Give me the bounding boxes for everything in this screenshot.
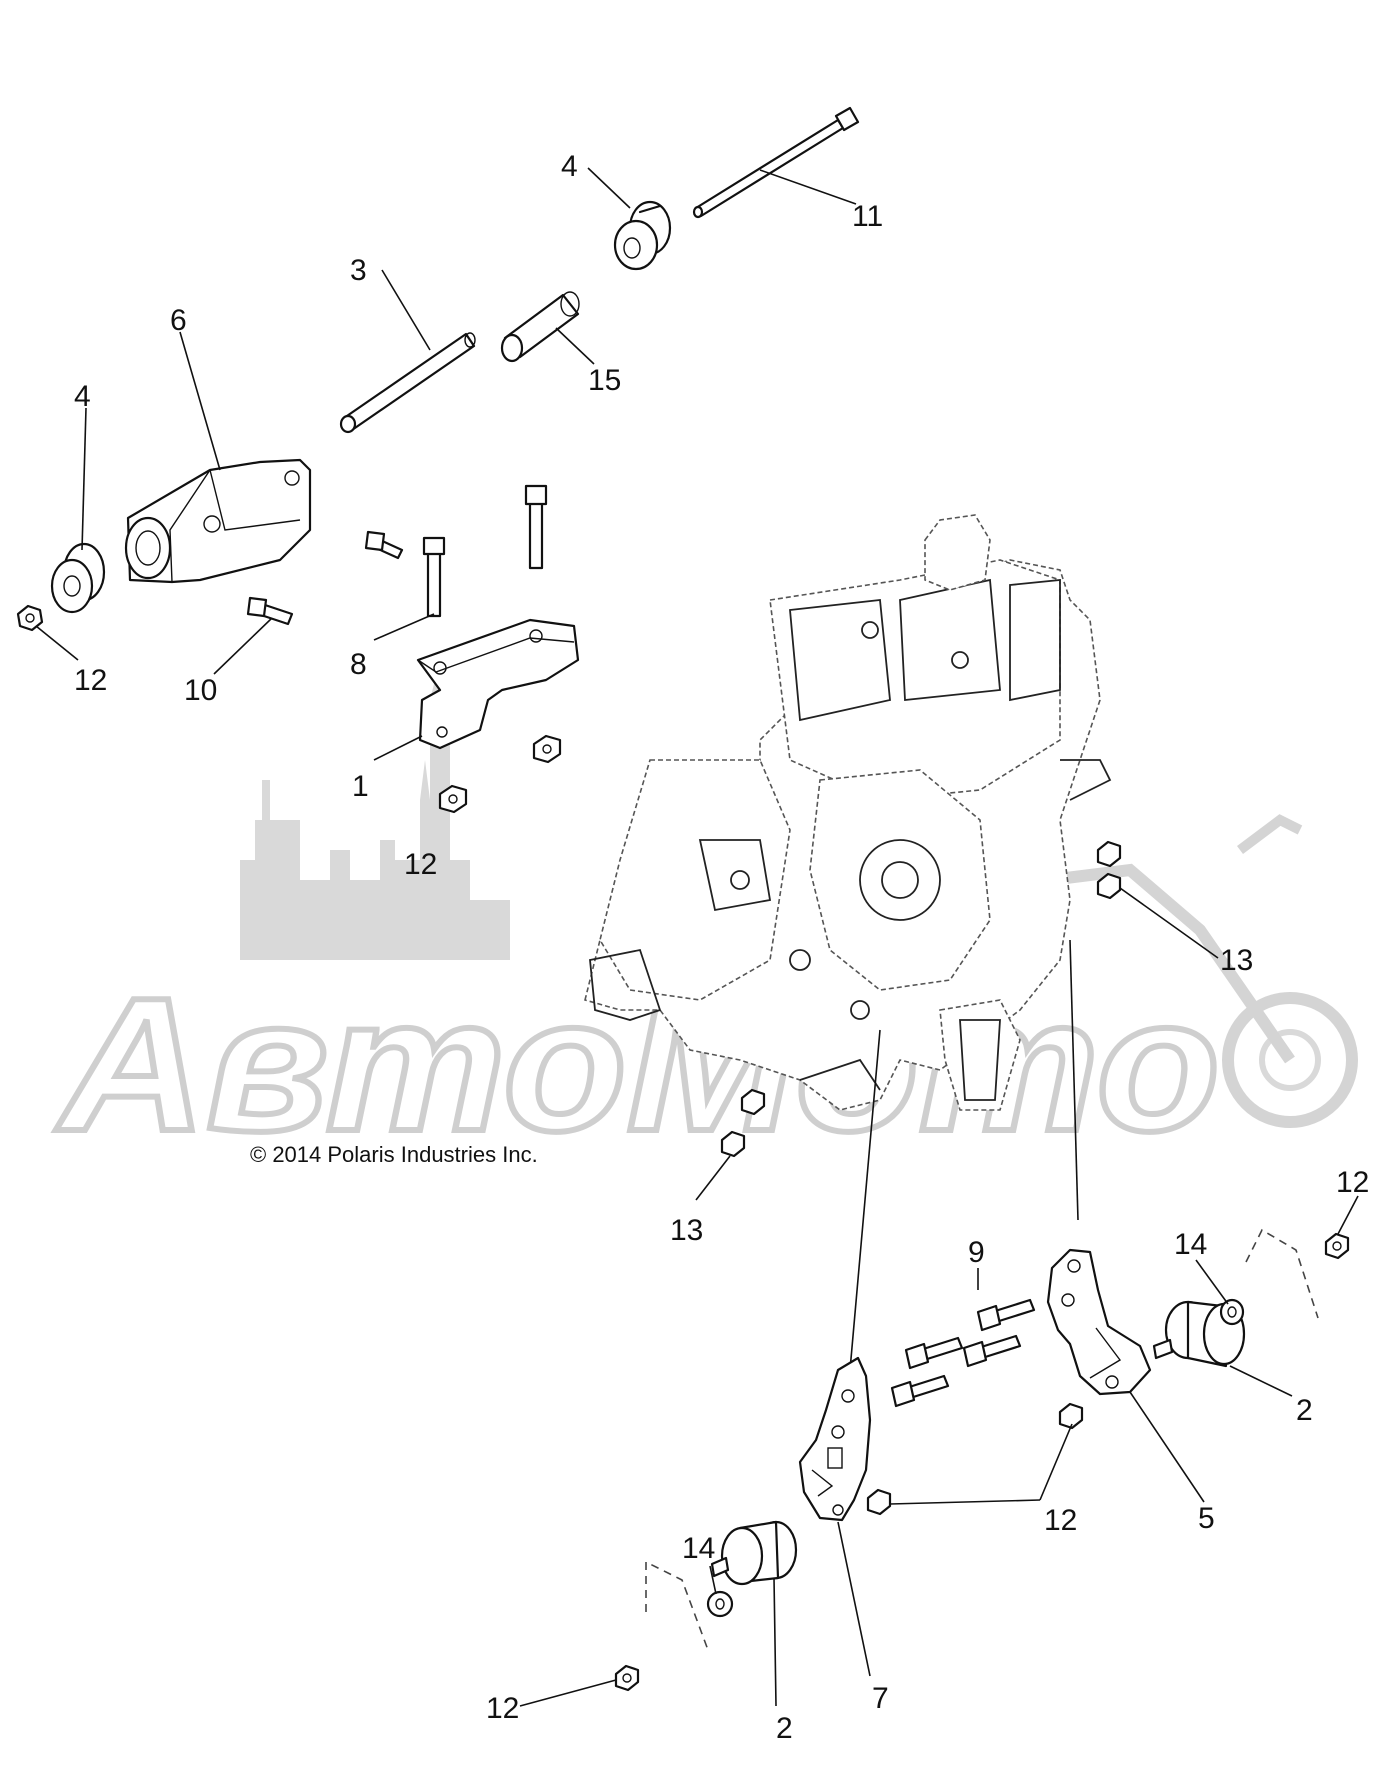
engine-assembly-icon (584, 514, 1112, 1111)
bolt-icon (524, 484, 548, 570)
mount-block-icon (124, 458, 312, 584)
rubber-bushing-icon (50, 542, 106, 614)
leader-line (1069, 939, 1079, 1221)
callout-2: 2 (776, 1712, 793, 1745)
callout-12: 12 (486, 1692, 519, 1725)
callout-14: 14 (1174, 1228, 1207, 1261)
flange-nut-icon (532, 734, 562, 764)
callout-13: 13 (1220, 944, 1253, 977)
copyright-notice: © 2014 Polaris Industries Inc. (250, 1142, 538, 1167)
callout-8: 8 (350, 648, 367, 681)
callout-1: 1 (352, 770, 369, 803)
flange-nut-icon (1324, 1232, 1350, 1260)
callout-12: 12 (404, 848, 437, 881)
flange-nut-icon (16, 604, 44, 632)
flange-nut-icon (614, 1664, 640, 1692)
callout-9: 9 (968, 1236, 985, 1269)
rubber-bushing-icon (613, 200, 672, 271)
washer-icon (1219, 1298, 1245, 1326)
watermark-motorcycle-icon (1049, 814, 1358, 1128)
callout-5: 5 (1198, 1502, 1215, 1535)
bolt-icon (890, 1298, 1036, 1408)
callout-7: 7 (872, 1682, 889, 1715)
callout-14: 14 (682, 1532, 715, 1565)
flange-nut-icon (438, 784, 468, 814)
callout-4: 4 (561, 150, 578, 183)
callout-13: 13 (670, 1214, 703, 1247)
callout-15: 15 (588, 364, 621, 397)
callout-6: 6 (170, 304, 187, 337)
leader-lines (35, 167, 1359, 1707)
mount-bracket-icon (1046, 1248, 1152, 1396)
callout-12: 12 (74, 664, 107, 697)
bolt-icon (422, 536, 446, 618)
frame-plate-outline (1245, 1228, 1319, 1319)
washer-icon (706, 1590, 734, 1618)
frame-plate-outline (645, 1560, 709, 1651)
flange-nut-icon (866, 1402, 1084, 1516)
flange-nut-icon (720, 1088, 766, 1158)
long-bolt-icon (692, 106, 860, 219)
tube-icon (339, 332, 476, 434)
callout-3: 3 (350, 254, 367, 287)
callout-10: 10 (184, 674, 217, 707)
bolt-icon (246, 596, 294, 626)
callout-11: 11 (852, 200, 883, 233)
bolt-icon (364, 530, 404, 560)
callout-4: 4 (74, 380, 91, 413)
mount-bracket-icon (798, 1356, 872, 1522)
callout-labels: 4 11 3 15 6 4 12 10 8 1 12 13 13 12 9 14… (74, 150, 1369, 1745)
callout-12: 12 (1336, 1166, 1369, 1199)
leader-line (849, 1029, 881, 1371)
callout-12: 12 (1044, 1504, 1077, 1537)
flange-nut-icon (1096, 840, 1122, 900)
rubber-isolator-icon (710, 1520, 798, 1586)
callout-2: 2 (1296, 1394, 1313, 1427)
sleeve-icon (500, 291, 580, 363)
mount-bracket-icon (416, 618, 580, 750)
